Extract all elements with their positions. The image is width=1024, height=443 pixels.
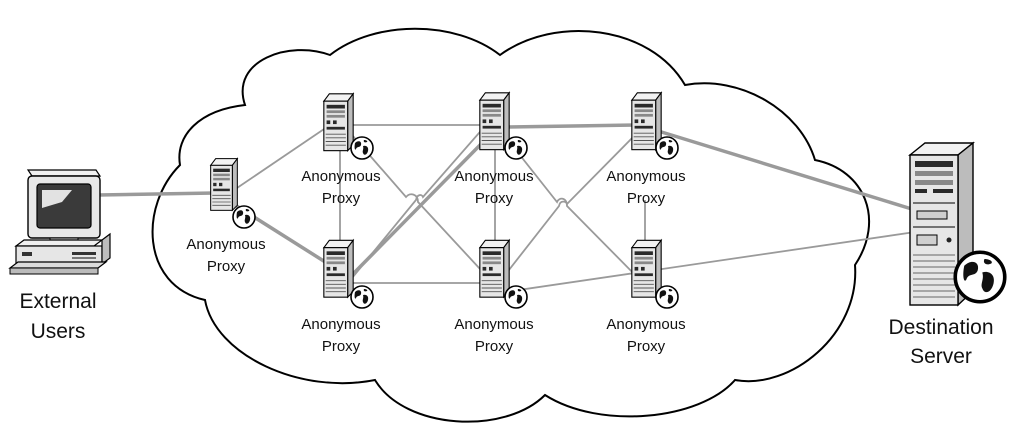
proxy-server-icon: [479, 239, 510, 298]
proxy-server-icon: [323, 239, 354, 298]
proxy-label: Anonymous Proxy: [606, 316, 685, 355]
external-user-computer: [8, 169, 111, 275]
svg-text:Proxy: Proxy: [475, 338, 514, 355]
globe-icon: [655, 136, 679, 160]
svg-text:Anonymous: Anonymous: [301, 168, 380, 185]
svg-text:Proxy: Proxy: [322, 190, 361, 207]
svg-text:Proxy: Proxy: [207, 258, 246, 275]
proxy-server-icon: [479, 92, 510, 151]
svg-text:Users: Users: [31, 320, 86, 343]
destination-server-label: Destination Server: [888, 316, 993, 368]
svg-text:Proxy: Proxy: [627, 190, 666, 207]
proxy-server-icon: [210, 158, 238, 211]
globe-icon: [504, 285, 528, 309]
svg-text:Proxy: Proxy: [627, 338, 666, 355]
globe-icon: [350, 285, 374, 309]
network-cloud: [151, 27, 871, 423]
external-users-label: External Users: [19, 290, 96, 343]
svg-text:Anonymous: Anonymous: [301, 316, 380, 333]
proxy-label: Anonymous Proxy: [186, 236, 265, 275]
svg-text:Anonymous: Anonymous: [606, 168, 685, 185]
proxy-server-icon: [323, 93, 354, 152]
proxy-label: Anonymous Proxy: [454, 168, 533, 207]
svg-text:Proxy: Proxy: [322, 338, 361, 355]
globe-icon: [655, 285, 679, 309]
globe-icon: [504, 136, 528, 160]
svg-text:Anonymous: Anonymous: [454, 316, 533, 333]
proxy-label: Anonymous Proxy: [301, 168, 380, 207]
svg-text:External: External: [19, 290, 96, 313]
svg-text:Anonymous: Anonymous: [454, 168, 533, 185]
proxy-label: Anonymous Proxy: [301, 316, 380, 355]
svg-text:Anonymous: Anonymous: [186, 236, 265, 253]
thin-links: [236, 124, 916, 293]
proxy-server-icon: [631, 239, 662, 298]
svg-text:Destination: Destination: [888, 316, 993, 339]
globe-icon: [350, 136, 374, 160]
svg-text:Proxy: Proxy: [475, 190, 514, 207]
svg-text:Server: Server: [910, 345, 972, 368]
globe-icon: [232, 205, 256, 229]
destination-globe-icon: [953, 250, 1007, 304]
proxy-label: Anonymous Proxy: [606, 168, 685, 207]
svg-text:Anonymous: Anonymous: [606, 316, 685, 333]
proxy-label: Anonymous Proxy: [454, 316, 533, 355]
proxy-server-icon: [631, 92, 662, 151]
